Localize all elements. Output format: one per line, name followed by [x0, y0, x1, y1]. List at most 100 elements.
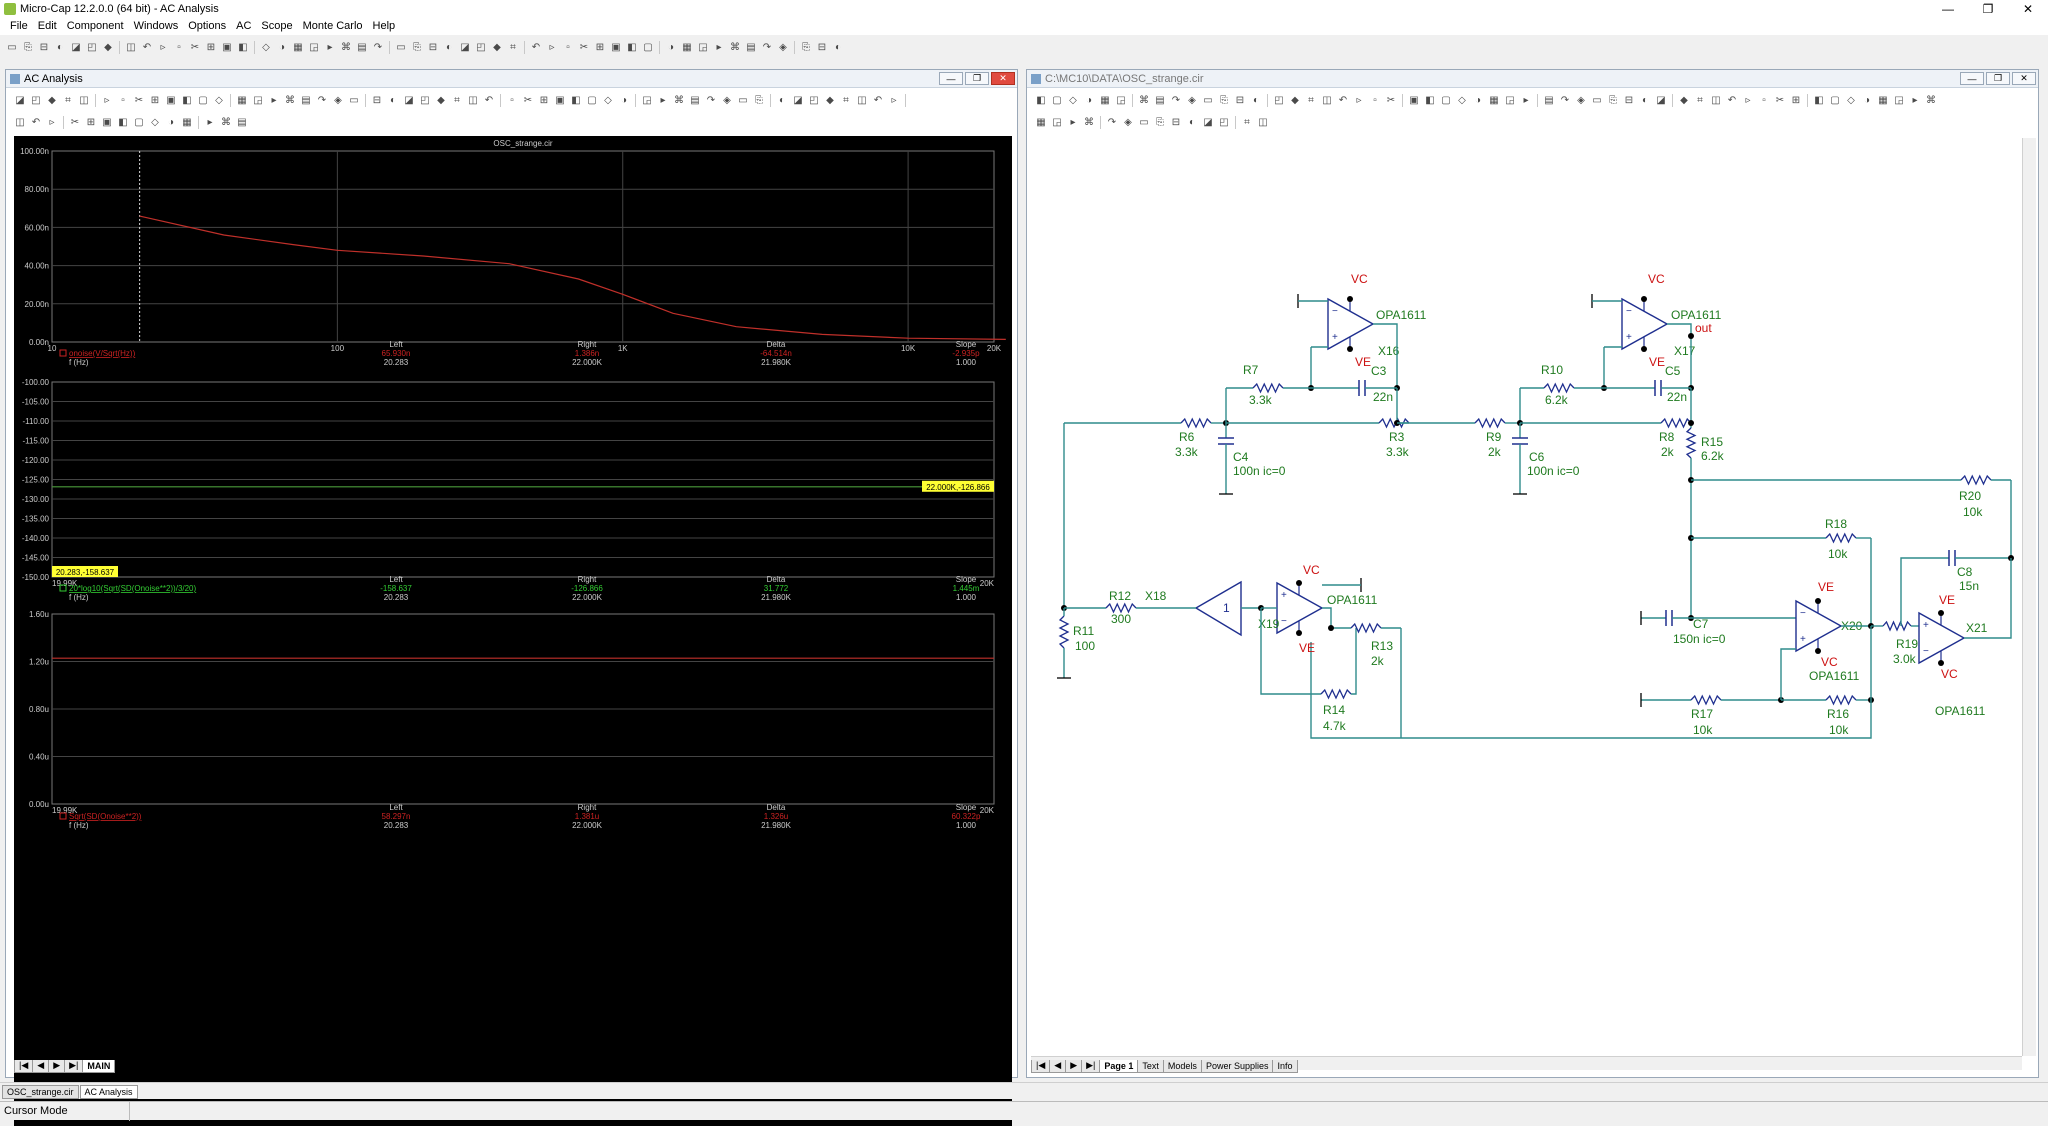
toolbar-tool-icon[interactable]: ⊟ [372, 94, 382, 106]
toolbar-tool-icon[interactable]: ◇ [1069, 94, 1077, 106]
toolbar-tool-icon[interactable]: ◪ [15, 94, 25, 106]
toolbar-tool-icon[interactable]: ⌗ [1697, 94, 1703, 106]
toolbar-tool-icon[interactable]: ◈ [1188, 94, 1196, 106]
toolbar-tool-icon[interactable]: ✂ [190, 41, 200, 53]
toolbar-tool-icon[interactable]: ⌗ [510, 41, 516, 53]
toolbar-tool-icon[interactable]: ◆ [1680, 94, 1688, 106]
menu-windows[interactable]: Windows [133, 20, 179, 32]
tab-page-1[interactable]: Page 1 [1099, 1059, 1139, 1073]
toolbar-tool-icon[interactable]: ⎘ [802, 41, 810, 53]
toolbar-tool-icon[interactable]: ◰ [31, 94, 41, 106]
toolbar-tool-icon[interactable]: ◆ [826, 94, 834, 106]
menu-file[interactable]: File [10, 20, 28, 32]
toolbar-tool-icon[interactable]: ↷ [1107, 116, 1117, 128]
toolbar-tool-icon[interactable]: ◈ [1577, 94, 1585, 106]
menu-help[interactable]: Help [372, 20, 396, 32]
toolbar-tool-icon[interactable]: ◫ [126, 41, 136, 53]
toolbar-tool-icon[interactable]: ◐ [1188, 116, 1196, 128]
toolbar-tool-icon[interactable]: ⌗ [843, 94, 849, 106]
toolbar-tool-icon[interactable]: ✂ [134, 94, 144, 106]
toolbar-tool-icon[interactable]: ▫ [177, 41, 181, 53]
toolbar-tool-icon[interactable]: ⌘ [1926, 94, 1936, 106]
schem-close-button[interactable]: ✕ [2012, 72, 2036, 85]
toolbar-tool-icon[interactable]: ◫ [468, 94, 478, 106]
toolbar-tool-icon[interactable]: ◧ [1036, 94, 1046, 106]
toolbar-tool-icon[interactable]: ▢ [1830, 94, 1840, 106]
toolbar-tool-icon[interactable]: ◐ [1252, 94, 1260, 106]
toolbar-tool-icon[interactable]: ▸ [327, 41, 333, 53]
toolbar-tool-icon[interactable]: ✂ [523, 94, 533, 106]
menu-options[interactable]: Options [188, 20, 227, 32]
toolbar-tool-icon[interactable]: ↶ [142, 41, 152, 53]
toolbar-tool-icon[interactable]: ✂ [1386, 94, 1396, 106]
toolbar-tool-icon[interactable]: ◰ [1274, 94, 1284, 106]
toolbar-tool-icon[interactable]: ◆ [104, 41, 112, 53]
tab-text[interactable]: Text [1137, 1059, 1164, 1073]
toolbar-tool-icon[interactable]: ▣ [222, 41, 232, 53]
minimize-button[interactable]: — [1942, 1, 1954, 16]
toolbar-tool-icon[interactable]: ⌘ [1139, 94, 1149, 106]
toolbar-tool-icon[interactable]: ▫ [510, 94, 514, 106]
toolbar-tool-icon[interactable]: ◰ [1219, 116, 1229, 128]
toolbar-tool-icon[interactable]: ↶ [531, 41, 541, 53]
toolbar-tool-icon[interactable]: ◐ [389, 94, 397, 106]
toolbar-tool-icon[interactable]: ↷ [317, 94, 327, 106]
toolbar-tool-icon[interactable]: ▤ [1544, 94, 1554, 106]
toolbar-tool-icon[interactable]: ◲ [1052, 116, 1062, 128]
toolbar-tool-icon[interactable]: ✂ [70, 116, 80, 128]
toolbar-tool-icon[interactable]: ◆ [493, 41, 501, 53]
toolbar-tool-icon[interactable]: ◐ [778, 94, 786, 106]
toolbar-tool-icon[interactable]: ▤ [1155, 94, 1165, 106]
toolbar-tool-icon[interactable]: ⌘ [341, 41, 351, 53]
toolbar-tool-icon[interactable]: ◑ [667, 41, 675, 53]
toolbar-tool-icon[interactable]: ◰ [87, 41, 97, 53]
schematic-vertical-scrollbar[interactable] [2022, 138, 2036, 1056]
toolbar-tool-icon[interactable]: ◇ [215, 94, 223, 106]
toolbar-tool-icon[interactable]: ◲ [309, 41, 319, 53]
toolbar-tool-icon[interactable]: ◐ [834, 41, 842, 53]
toolbar-tool-icon[interactable]: ▢ [1441, 94, 1451, 106]
toolbar-tool-icon[interactable]: ⌘ [730, 41, 740, 53]
toolbar-tool-icon[interactable]: ↷ [373, 41, 383, 53]
toolbar-tool-icon[interactable]: ▸ [660, 94, 666, 106]
toolbar-tool-icon[interactable]: ◪ [1656, 94, 1666, 106]
toolbar-tool-icon[interactable]: ◧ [1425, 94, 1435, 106]
toolbar-tool-icon[interactable]: ▸ [716, 41, 722, 53]
toolbar-tool-icon[interactable]: ▹ [1745, 94, 1751, 106]
toolbar-tool-icon[interactable]: ▭ [1592, 94, 1602, 106]
toolbar-tool-icon[interactable]: ▢ [587, 94, 597, 106]
toolbar-tool-icon[interactable]: ▦ [1489, 94, 1499, 106]
toolbar-tool-icon[interactable]: ▸ [207, 116, 213, 128]
restore-button[interactable]: ❐ [1982, 1, 1994, 16]
tab-nav-prev[interactable]: ◀ [1049, 1059, 1067, 1073]
toolbar-tool-icon[interactable]: ◈ [723, 94, 731, 106]
toolbar-tool-icon[interactable]: ▹ [104, 94, 110, 106]
toolbar-tool-icon[interactable]: ▦ [1036, 116, 1046, 128]
toolbar-tool-icon[interactable]: ◑ [1863, 94, 1871, 106]
tab-models[interactable]: Models [1162, 1059, 1202, 1073]
toolbar-tool-icon[interactable]: ◫ [857, 94, 867, 106]
ac-minimize-button[interactable]: — [939, 72, 963, 85]
tab-nav-prev[interactable]: ◀ [32, 1059, 50, 1073]
toolbar-tool-icon[interactable]: ◲ [1116, 94, 1126, 106]
toolbar-tool-icon[interactable]: ▣ [555, 94, 565, 106]
doc-tab-ac-analysis[interactable]: AC Analysis [79, 1085, 138, 1099]
toolbar-tool-icon[interactable]: ◪ [71, 41, 81, 53]
toolbar-tool-icon[interactable]: ◐ [1641, 94, 1649, 106]
toolbar-tool-icon[interactable]: ◪ [1203, 116, 1213, 128]
toolbar-tool-icon[interactable]: ◐ [445, 41, 453, 53]
schem-maximize-button[interactable]: ❐ [1986, 72, 2010, 85]
toolbar-tool-icon[interactable]: ⎘ [1156, 116, 1164, 128]
toolbar-tool-icon[interactable]: ◲ [1894, 94, 1904, 106]
tab-power-supplies[interactable]: Power Supplies [1200, 1059, 1274, 1073]
toolbar-tool-icon[interactable]: ↶ [1727, 94, 1737, 106]
toolbar-tool-icon[interactable]: ◪ [460, 41, 470, 53]
toolbar-tool-icon[interactable]: ◰ [476, 41, 486, 53]
menu-monte-carlo[interactable]: Monte Carlo [302, 20, 363, 32]
ac-close-button[interactable]: ✕ [991, 72, 1015, 85]
toolbar-tool-icon[interactable]: ▢ [1052, 94, 1062, 106]
toolbar-tool-icon[interactable]: ▦ [293, 41, 303, 53]
tab-main[interactable]: MAIN [82, 1059, 116, 1073]
